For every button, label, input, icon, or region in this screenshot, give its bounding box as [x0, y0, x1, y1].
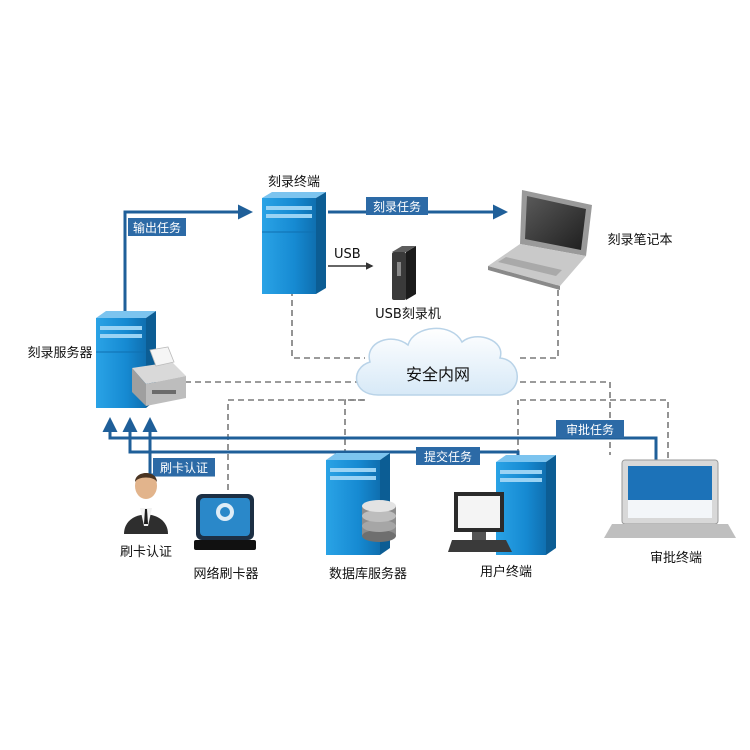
tag-burn-task: 刻录任务 [366, 197, 428, 215]
database-server-label: 数据库服务器 [329, 566, 407, 582]
card-reader-icon [194, 494, 256, 550]
server-icon [496, 455, 556, 555]
arrow-output-task [123, 204, 253, 312]
network-card-reader-label: 网络刷卡器 [193, 566, 258, 582]
link-db-network [344, 399, 365, 455]
usb-burner-label: USB刻录机 [375, 307, 441, 322]
arrow-approval-task [102, 417, 658, 460]
tag-card-auth: 刷卡认证 [153, 458, 215, 476]
user-terminal-label: 用户终端 [480, 564, 532, 580]
card-auth-label: 刷卡认证 [120, 545, 172, 560]
approval-terminal-label: 审批终端 [650, 550, 702, 566]
link-reader-network [227, 399, 365, 490]
tag-burn-task-label: 刻录任务 [373, 199, 421, 214]
printer-icon [132, 346, 186, 406]
burn-terminal-label: 刻录终端 [268, 174, 320, 190]
tag-submit-task: 提交任务 [416, 447, 480, 465]
server-icon [96, 311, 156, 408]
link-terminal-network [291, 290, 365, 359]
tag-approval-task: 审批任务 [556, 420, 624, 438]
database-server-icon [326, 453, 396, 555]
burn-server-label: 刻录服务器 [27, 345, 92, 361]
laptop-icon [488, 190, 592, 290]
secure-network-label: 安全内网 [406, 365, 470, 384]
tag-output-task: 输出任务 [128, 218, 186, 236]
tag-output-task-label: 输出任务 [133, 220, 181, 235]
link-network-approval [520, 381, 611, 455]
link-laptop-network [520, 280, 559, 359]
tag-submit-task-label: 提交任务 [424, 449, 472, 464]
usb-label: USB [334, 247, 361, 262]
person-icon [124, 473, 168, 534]
dashed-links [185, 280, 669, 490]
burn-laptop-label: 刻录笔记本 [607, 232, 672, 248]
monitor-icon [448, 492, 512, 552]
tag-card-auth-label: 刷卡认证 [160, 461, 208, 475]
tag-approval-task-label: 审批任务 [566, 422, 614, 437]
server-icon [262, 192, 326, 294]
laptop-icon [604, 459, 736, 538]
cloud-icon: 安全内网 [355, 327, 518, 396]
usb-burner-icon [392, 246, 416, 300]
